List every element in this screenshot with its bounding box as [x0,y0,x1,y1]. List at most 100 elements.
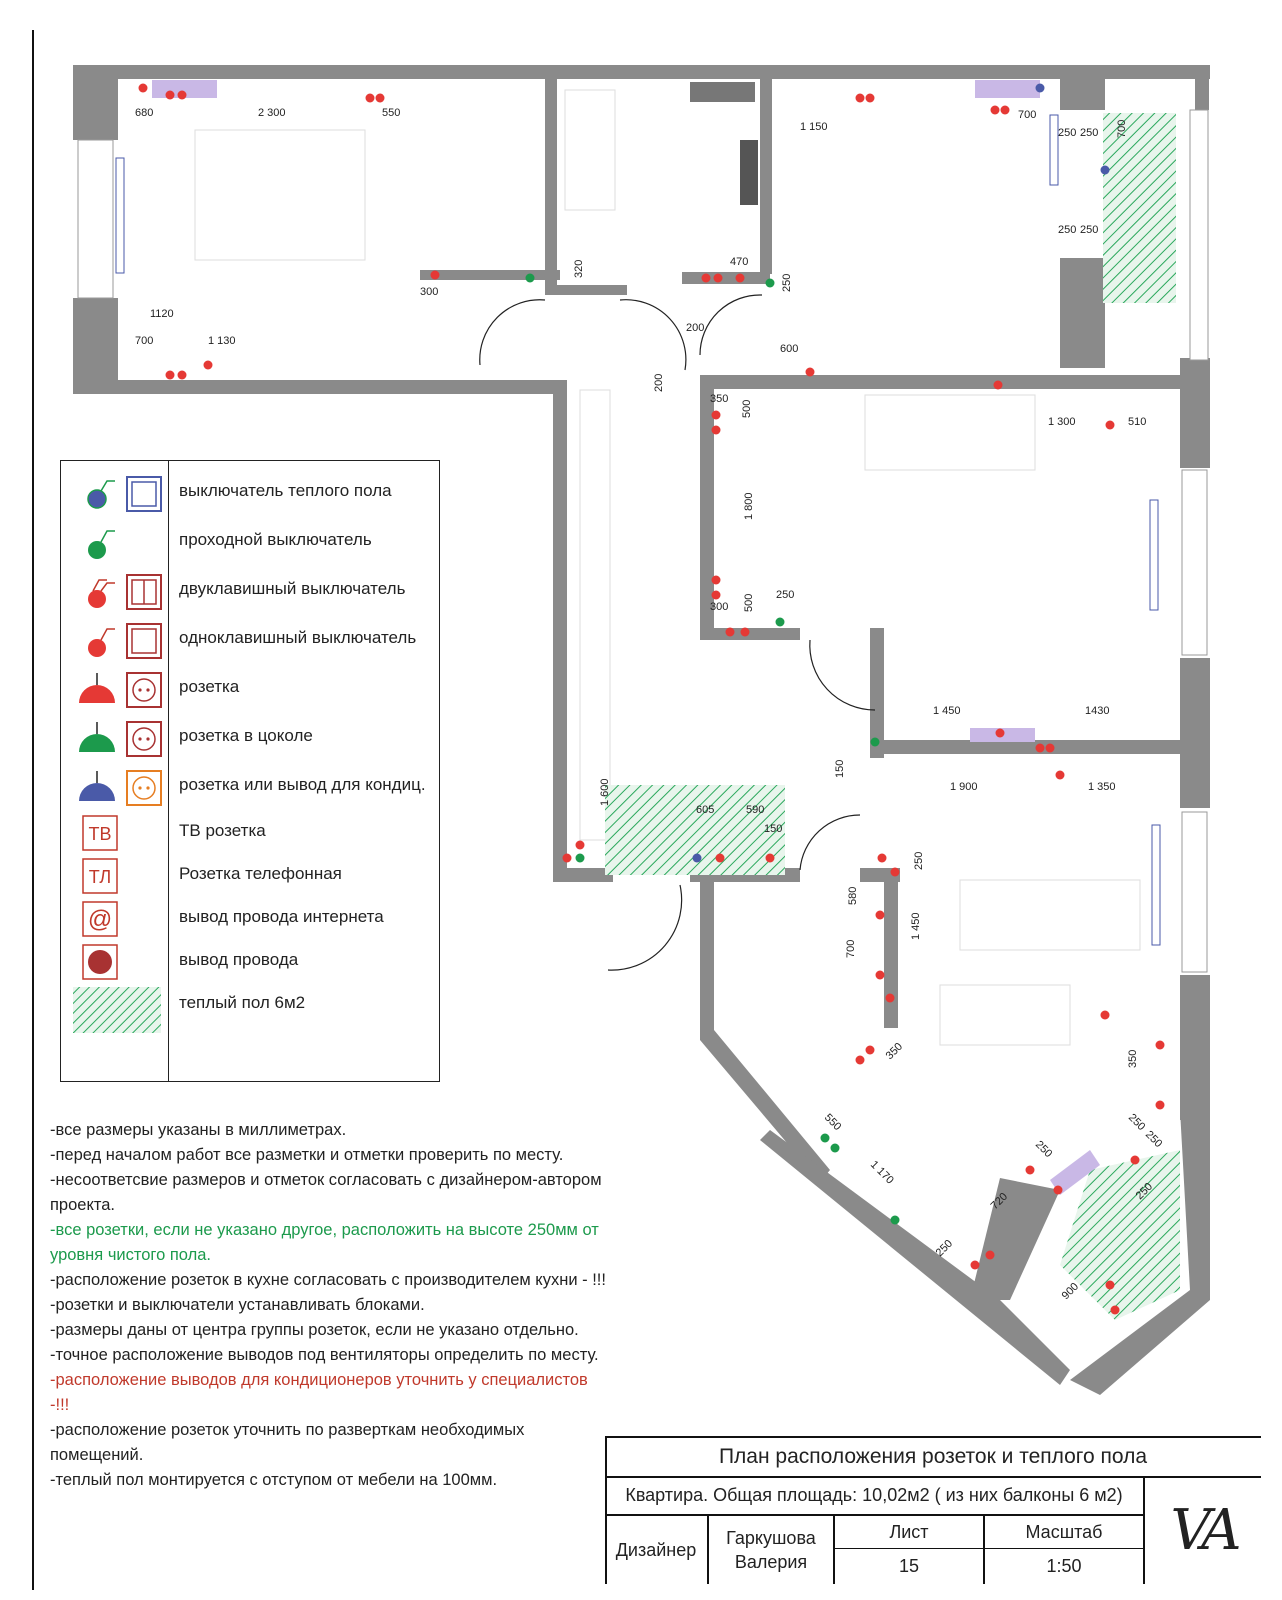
socket-marker [1100,1010,1110,1020]
dimension-label: 605 [696,804,714,816]
pass-through-switch-marker [525,273,535,283]
dimension-label: 250 [1058,224,1076,236]
socket-marker [1105,1280,1115,1290]
legend-row-floor-heating-switch: выключатель теплого пола [61,471,441,513]
wall [700,375,714,640]
wall [682,272,770,284]
floor-heating-switch-icon [87,476,162,512]
socket-marker [855,1055,865,1065]
pass-through-switch-marker [765,278,775,288]
socket-marker [735,273,745,283]
wall [700,375,1180,389]
note: -все размеры указаны в миллиметрах. [50,1121,347,1139]
note: -расположение выводов для кондиционеров … [50,1371,588,1414]
legend-row-two-key-switch: двуклавишный выключатель [61,569,441,611]
dimension-label: 250 [1080,127,1098,139]
socket-marker [885,993,895,1003]
socket-marker [855,93,865,103]
sink-cabinet [690,82,755,102]
legend-row-wire-outlet: вывод провода [61,940,441,982]
socket-icon [79,672,162,708]
bed [194,129,366,261]
wall [553,65,783,79]
dimension-label: 1 900 [950,781,978,793]
ac-outlet-marker [1100,165,1110,175]
notes: -все размеры указаны в миллиметрах. -пер… [50,1118,610,1493]
socket-marker [1025,1165,1035,1175]
wall [553,868,613,882]
dimension-label: 1120 [150,308,174,320]
note: -теплый пол монтируется с отступом от ме… [50,1471,498,1489]
bed [864,394,1036,471]
legend-row-ac-outlet: розетка или вывод для кондиц. [61,765,441,807]
wall [760,79,772,274]
door-swing [699,294,763,356]
wall [73,65,118,140]
wire-outlet-icon [82,944,118,980]
pass-through-switch-icon [88,530,115,559]
legend-row-internet-outlet: @ вывод провода интернета [61,897,441,939]
doors [479,294,876,971]
ac-outlet-icon [79,770,162,806]
wall [1180,975,1210,1120]
socket-marker [711,425,721,435]
window [1189,109,1209,361]
ac-outlet-marker [1035,83,1045,93]
wall [545,65,557,295]
dimension-label: 200 [686,322,704,334]
sofa [959,879,1141,951]
note: -розетки и выключатели устанавливать бло… [50,1296,425,1314]
socket-marker [375,93,385,103]
dimension-label: 300 [420,286,438,298]
wall [1195,65,1209,110]
socket-marker [1155,1040,1165,1050]
legend-row-warm-floor: теплый пол 6м2 [61,983,441,1033]
socket-marker [177,90,187,100]
wall [884,868,898,1028]
socket-marker [1110,1305,1120,1315]
legend-label: вывод провода интернета [179,907,384,926]
phone-socket-icon: ТЛ [82,858,118,894]
wall [557,285,627,295]
dimension-label: 1 170 [868,1159,896,1187]
socket-marker [562,853,572,863]
radiator [115,157,125,274]
dimension-label: 1430 [1085,705,1109,717]
socket-marker [165,370,175,380]
designer-name: Гаркушова Валерия [726,1528,816,1572]
ac-outlet-marker [692,853,702,863]
socket-marker [865,1045,875,1055]
pass-through-switch-marker [870,737,880,747]
socket-marker [177,370,187,380]
plinth-socket-icon [79,721,162,757]
svg-text:ТЛ: ТЛ [89,867,111,887]
dimension-label: 250 [776,589,794,601]
socket-marker [711,410,721,420]
walls [73,65,1210,1395]
ventilation-shaft [740,140,758,205]
dimension-label: 250 [1143,1129,1164,1150]
dimension-label: 250 [913,852,925,870]
socket-marker [1155,1100,1165,1110]
drawing-subtitle: Квартира. Общая площадь: 10,02м2 ( из ни… [625,1485,1123,1505]
wall [700,628,800,640]
legend-label: вывод провода [179,950,299,969]
socket-marker [875,970,885,980]
socket-marker [575,840,585,850]
warm-floor-zone [1103,113,1176,303]
pass-through-switch-marker [890,1215,900,1225]
legend-label: одноклавишный выключатель [179,628,417,647]
socket-marker [701,273,711,283]
legend-label: проходной выключатель [179,530,372,549]
socket-marker [1130,1155,1140,1165]
pass-through-switch-marker [820,1133,830,1143]
dimension-label: 2 300 [258,107,286,119]
wall [73,65,553,79]
dimension-label: 1 800 [743,492,755,520]
legend-label: розетка в цоколе [179,726,313,745]
dimension-label: 1 150 [800,121,828,133]
wall [870,740,1180,754]
socket-marker [138,83,148,93]
legend-row-tv-socket: ТВ ТВ розетка [61,811,441,853]
note: -все розетки, если не указано другое, ра… [50,1221,599,1264]
